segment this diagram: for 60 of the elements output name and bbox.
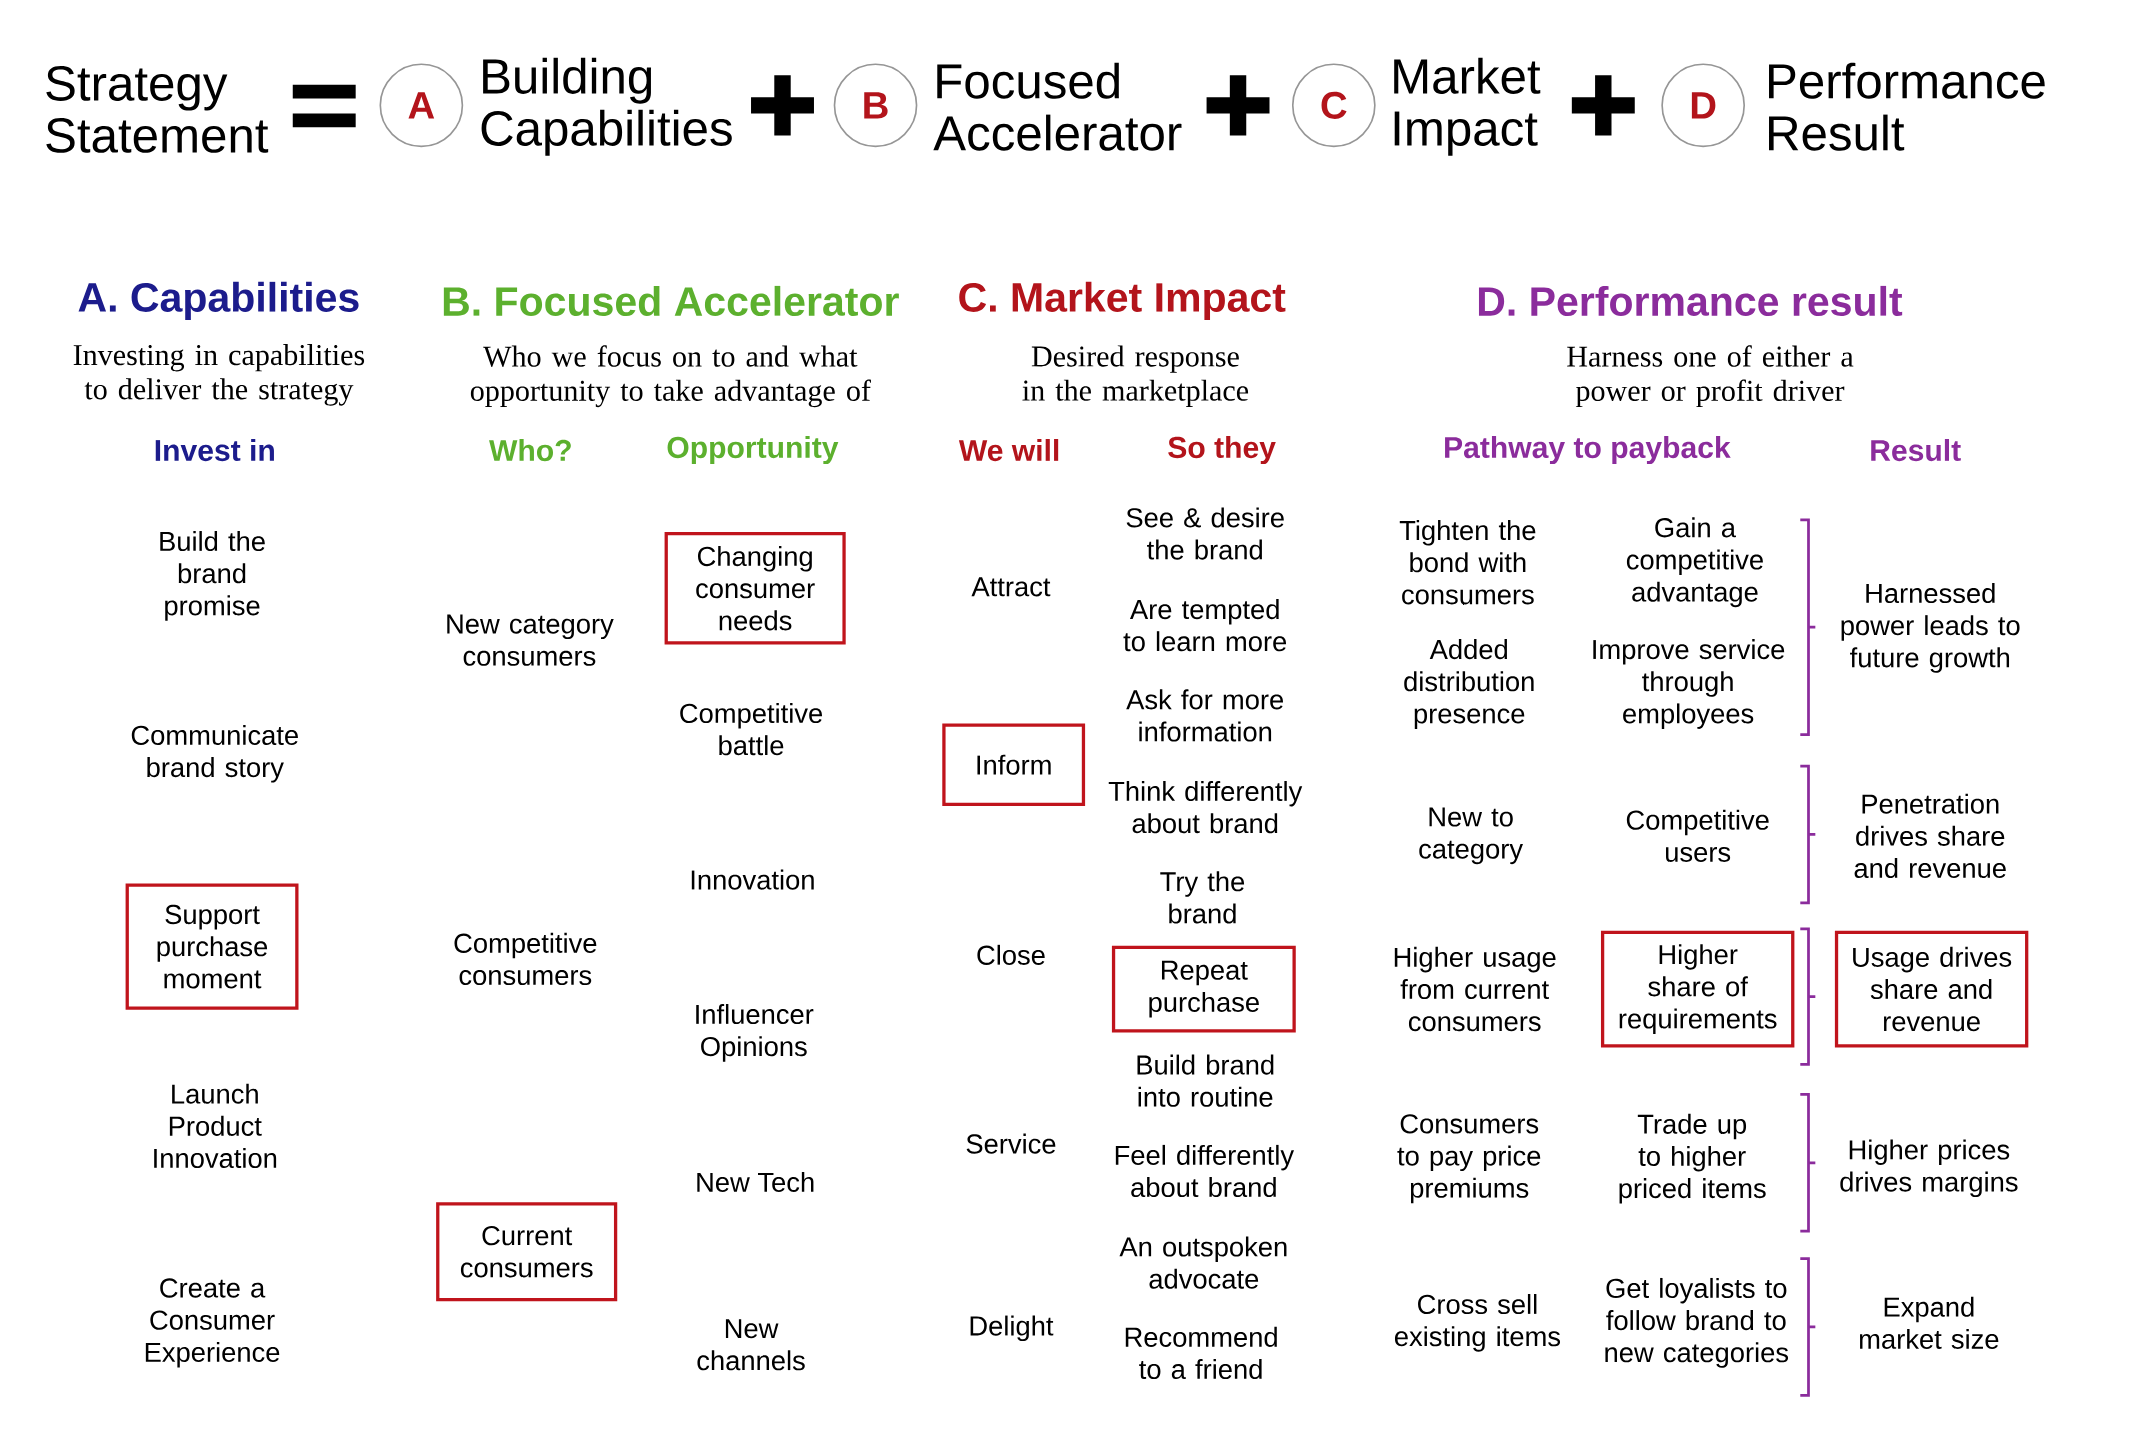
item-text: Communicate brand story <box>131 724 298 783</box>
highlight-box: Support purchase moment <box>125 883 299 1010</box>
highlight-box: Changing consumer needs <box>664 531 846 645</box>
column-heading: Result <box>1871 438 1961 461</box>
item-text: Penetration drives share and revenue <box>1854 793 2006 878</box>
item-text: Get loyalists to follow brand to new categories <box>1605 1277 1789 1368</box>
item-text: Service <box>966 1133 1056 1154</box>
item-text: Cross sell existing items <box>1394 1293 1561 1352</box>
item-text: Close <box>977 944 1045 965</box>
section-heading: D. Performance result <box>1478 285 1903 316</box>
highlight-box: Higher share of requirements <box>1600 930 1795 1048</box>
item-text: Higher usage from current consumers <box>1394 946 1556 1032</box>
column-heading: We will <box>958 438 1059 461</box>
item-text: New category consumers <box>447 614 614 666</box>
column-heading: Invest in <box>155 438 274 461</box>
item-text: Ask for more information <box>1126 689 1283 742</box>
item-text: Gain a competitive advantage <box>1626 517 1763 607</box>
section-heading: B. Focused Accelerator <box>443 285 899 316</box>
item-text: Influencer Opinions <box>696 1003 814 1062</box>
section-heading: C. Market Impact <box>959 281 1286 320</box>
item-text: Added distribution presence <box>1404 638 1534 729</box>
highlight-box: Current consumers <box>436 1202 618 1302</box>
section-heading: A. Capabilities <box>78 281 359 320</box>
column-heading: Opportunity <box>667 435 839 464</box>
item-text: Are tempted to learn more <box>1123 598 1287 652</box>
description-text: Harness one of either a power or profit driver <box>1567 345 1854 407</box>
item-text: New to category <box>1419 807 1523 864</box>
highlight-box: Repeat purchase <box>1111 945 1296 1033</box>
item-text: An outspoken advocate <box>1119 1236 1287 1289</box>
item-text: Trade up to higher priced items <box>1619 1113 1766 1204</box>
equation-term: Building Capabilities <box>481 57 732 156</box>
highlight-box: Inform <box>942 723 1086 806</box>
item-text: Recommend to a friend <box>1125 1326 1277 1379</box>
description-text: Who we focus on to and what opportunity to take advantage of <box>470 345 871 407</box>
item-text: Competitive battle <box>680 702 822 756</box>
item-text: Consumers to pay price premiums <box>1397 1113 1541 1204</box>
item-text: Think differently about brand <box>1108 780 1303 834</box>
item-text: Improve service through employees <box>1593 638 1785 729</box>
highlight-box: Usage drives share and revenue <box>1834 930 2029 1048</box>
item-text: Higher prices drives margins <box>1840 1139 2018 1197</box>
item-text: Competitive users <box>1626 809 1769 862</box>
item-text: Innovation <box>691 869 814 890</box>
item-text: Create a Consumer Experience <box>145 1278 280 1368</box>
item-text: See & desire the brand <box>1126 507 1284 560</box>
item-text: New channels <box>697 1318 805 1371</box>
description-text: Desired response in the marketplace <box>1022 345 1249 407</box>
item-text: Launch Product Innovation <box>154 1083 277 1168</box>
item-text: Expand market size <box>1860 1296 1999 1349</box>
item-text: Competitive consumers <box>454 932 597 985</box>
column-heading: So they <box>1168 435 1276 464</box>
item-text: Tighten the bond with consumers <box>1399 519 1536 605</box>
item-text: Feel differently about brand <box>1115 1144 1294 1197</box>
item-text: Harnessed power leads to future growth <box>1841 582 2020 673</box>
item-text: Attract <box>971 577 1051 597</box>
item-text: New Tech <box>697 1171 814 1192</box>
item-text: Build the brand promise <box>160 530 265 621</box>
column-heading: Pathway to payback <box>1445 435 1731 464</box>
column-heading: Who? <box>489 438 571 461</box>
description-text: Investing in capabilities to deliver the strategy <box>73 343 365 406</box>
item-text: Delight <box>970 1315 1054 1341</box>
